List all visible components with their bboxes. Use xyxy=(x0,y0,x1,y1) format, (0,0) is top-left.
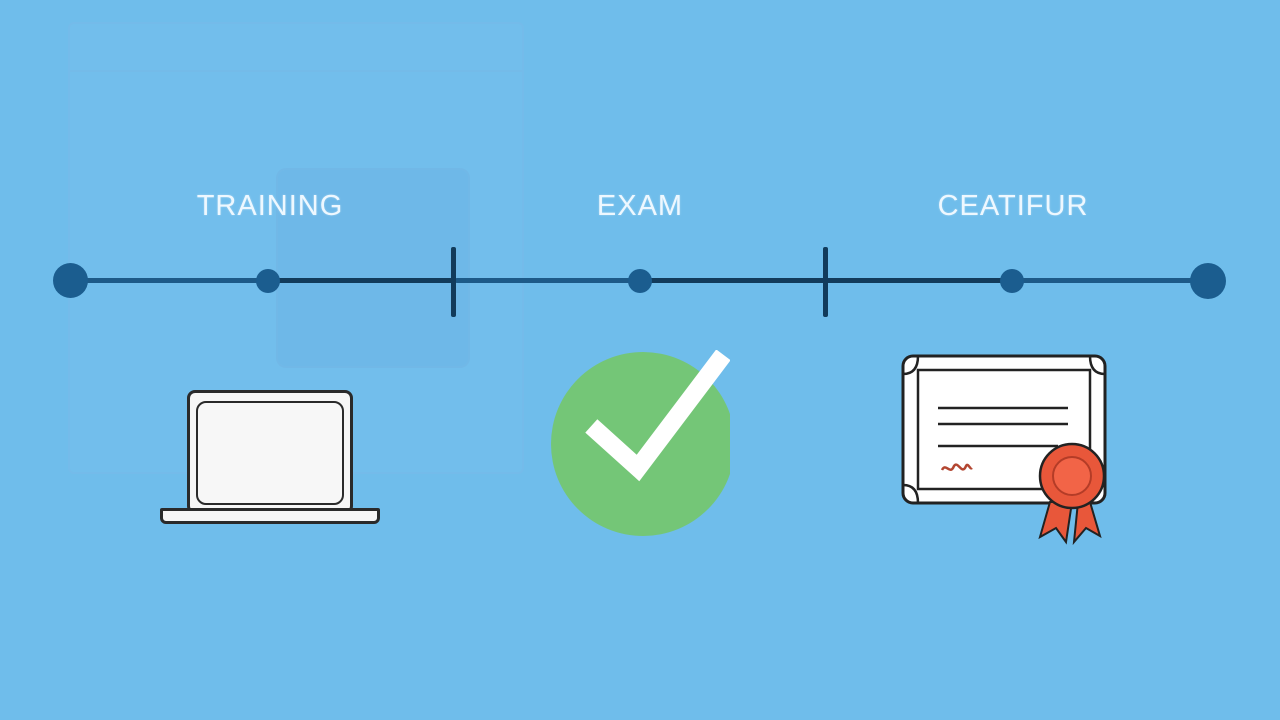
timeline-node-exam xyxy=(628,269,652,293)
timeline-divider xyxy=(823,247,828,317)
laptop-icon xyxy=(160,388,380,526)
laptop-base xyxy=(160,508,380,524)
timeline-segment xyxy=(1012,278,1208,283)
stage-label-certification: CEATIFUR xyxy=(937,190,1089,222)
timeline-segment xyxy=(455,278,640,283)
background-calendar-graphic xyxy=(276,168,470,368)
timeline-segment xyxy=(826,278,1012,283)
timeline-start-node xyxy=(53,263,88,298)
timeline-node-training xyxy=(256,269,280,293)
stage-label-training: TRAINING xyxy=(196,190,344,222)
timeline-segment xyxy=(268,278,455,283)
timeline-segment xyxy=(640,278,826,283)
timeline-node-certification xyxy=(1000,269,1024,293)
timeline-divider xyxy=(451,247,456,317)
laptop-screen xyxy=(187,390,353,514)
laptop-display xyxy=(196,401,344,505)
timeline-end-node xyxy=(1190,263,1226,299)
check-icon xyxy=(551,350,730,536)
certificate-icon xyxy=(901,354,1107,546)
background-window-titlebar xyxy=(70,24,522,72)
timeline-segment xyxy=(70,278,268,283)
stage-label-exam: EXAM xyxy=(596,190,684,222)
